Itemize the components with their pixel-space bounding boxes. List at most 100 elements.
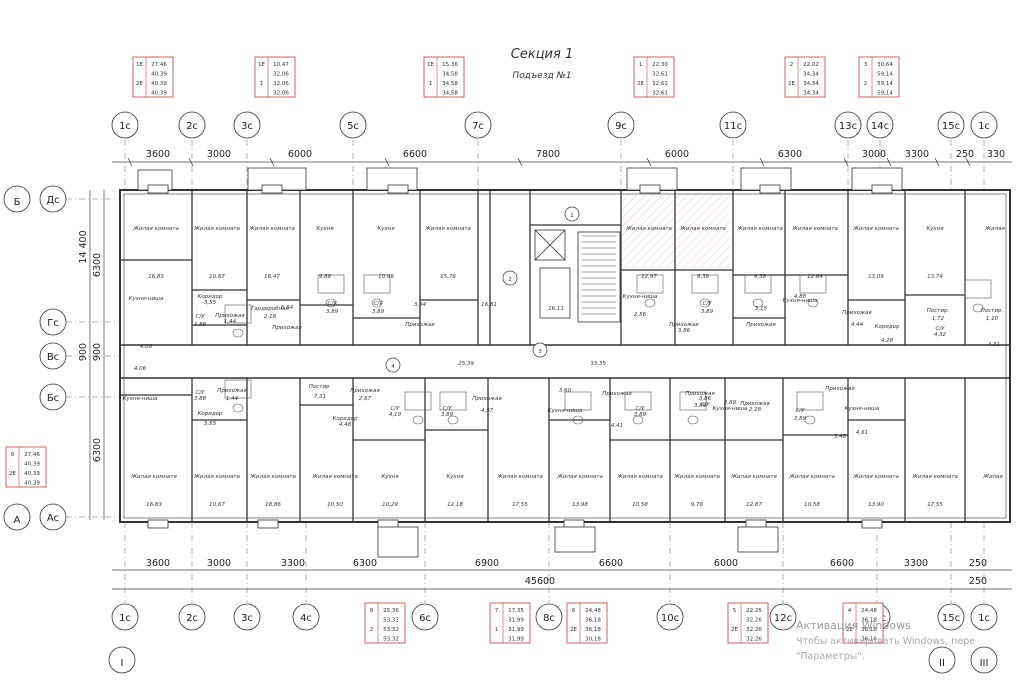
room-mid-top-area: 3,86 (678, 328, 691, 334)
dim-tick (384, 157, 390, 167)
window (871, 184, 893, 194)
box-value: 36,18 (861, 618, 877, 624)
circle-mark-number: 3 (538, 349, 542, 355)
bathtub (404, 391, 432, 411)
toilet (232, 403, 244, 413)
bathtub (363, 274, 391, 294)
box-value: 40,39 (24, 471, 40, 477)
box-code: 1 (260, 81, 264, 87)
axis-label-left: Гс (47, 318, 59, 329)
room-mid-top-area: 2,56 (634, 312, 647, 318)
room-top-name: Жилая комната (132, 226, 179, 232)
apartment-box (842, 602, 884, 644)
box-value: 36,16 (861, 637, 877, 643)
room-mid-bottom-area: 3,89 (694, 403, 707, 409)
axis-label-bottom: 4с (300, 613, 312, 624)
room-bottom-area: 10,50 (327, 502, 343, 508)
dim-bottom: 3300 (904, 558, 928, 569)
room-top-name: Кухня (316, 226, 334, 232)
room-mid-bottom-name: С/У (700, 402, 710, 408)
room-mid-top-area: 4,28 (881, 338, 894, 344)
axis-bubble (178, 603, 206, 631)
window (147, 184, 169, 194)
axis-label-bottom: 8с (543, 613, 555, 624)
axis-label-left: Ас (47, 513, 59, 524)
dim-top: 6300 (778, 149, 802, 160)
room-bottom-name: Жилая комната (730, 474, 777, 480)
box-value: 24,48 (585, 608, 601, 614)
room-mid-bottom-area: 3,89 (634, 412, 647, 418)
room-mid-top-name: Кухня-ниша (783, 298, 819, 304)
room-mid-bottom-area: 3,48 (834, 434, 847, 440)
room-bottom-area: 10,58 (804, 502, 820, 508)
stair-treads (582, 235, 616, 315)
dim-left: 900 (78, 343, 89, 361)
room-mid-top-name: Коридор (875, 324, 901, 330)
box-code: 6 (572, 608, 576, 614)
roman-numeral: II (939, 658, 945, 669)
box-code: 2Е (846, 627, 853, 633)
apartment-box (633, 56, 675, 98)
partition-walls-top (120, 190, 966, 345)
window (147, 519, 169, 529)
box-code: 9 (11, 452, 15, 458)
room-bottom-area: 10,67 (209, 502, 225, 508)
box-value: 32,61 (652, 72, 668, 78)
core-area: 16,11 (548, 306, 564, 312)
bathtub (317, 274, 345, 294)
box-value: 27,46 (151, 62, 167, 68)
core-area: 16,81 (481, 302, 497, 308)
balcony (737, 526, 779, 553)
toilet (447, 415, 459, 425)
room-bottom-name: Жилая комната (616, 474, 663, 480)
circle-mark (502, 270, 518, 286)
axis-label-top: 13с (839, 121, 857, 132)
room-mid-top-name: Прихожая (842, 310, 872, 316)
circle-mark-number: 4 (391, 364, 395, 370)
room-mid-bottom-area: 3,89 (441, 412, 454, 418)
dim-bottom: 3000 (207, 558, 231, 569)
dim-top: 250 (956, 149, 974, 160)
circle-mark (532, 342, 548, 358)
room-mid-top-area: 3,88 (194, 322, 207, 328)
room-bottom-name: Жилая комната (788, 474, 835, 480)
dim-total: 45600 (525, 576, 555, 587)
axis-label-top: 2с (186, 121, 198, 132)
room-top-name: Жилая комната (791, 226, 838, 232)
room-mid-bottom-name: С/У (442, 406, 452, 412)
bathtub (636, 274, 664, 294)
room-mid-bottom-name: Прихожая (825, 386, 855, 392)
dim-tick (127, 157, 133, 167)
room-mid-top-name: Прихожая (405, 322, 435, 328)
toilet (371, 298, 383, 308)
room-mid-bottom-name: С/У (635, 406, 645, 412)
box-code: 1Е (136, 62, 143, 68)
toilet (804, 415, 816, 425)
room-mid-top-area: 4,44 (851, 322, 864, 328)
room-bottom-area: 16,83 (146, 502, 162, 508)
room-mid-bottom-name: Кухня-ниша (123, 396, 159, 402)
room-bottom-area: 17,55 (927, 502, 943, 508)
box-value: 40,39 (151, 81, 167, 87)
apartment-box (364, 602, 406, 644)
room-mid-bottom-area: 3,60 (559, 388, 572, 394)
room-bottom-area: 13,98 (572, 502, 588, 508)
toilet (752, 298, 764, 308)
room-top-area: 9,88 (319, 274, 332, 280)
bathtub (439, 391, 467, 411)
box-code: 4 (848, 608, 852, 614)
dim-tick (886, 157, 892, 167)
room-mid-bottom-name: Прихожая (602, 391, 632, 397)
room-top-name: Жилая комната (736, 226, 783, 232)
toilet (632, 415, 644, 425)
box-value: 10,47 (273, 62, 289, 68)
room-mid-top-area: 3,55 (204, 300, 217, 306)
dim-tick (517, 157, 523, 167)
box-code: 2 (864, 81, 868, 87)
room-top-name: Жилая комната (679, 226, 726, 232)
axis-bubble (111, 603, 139, 631)
